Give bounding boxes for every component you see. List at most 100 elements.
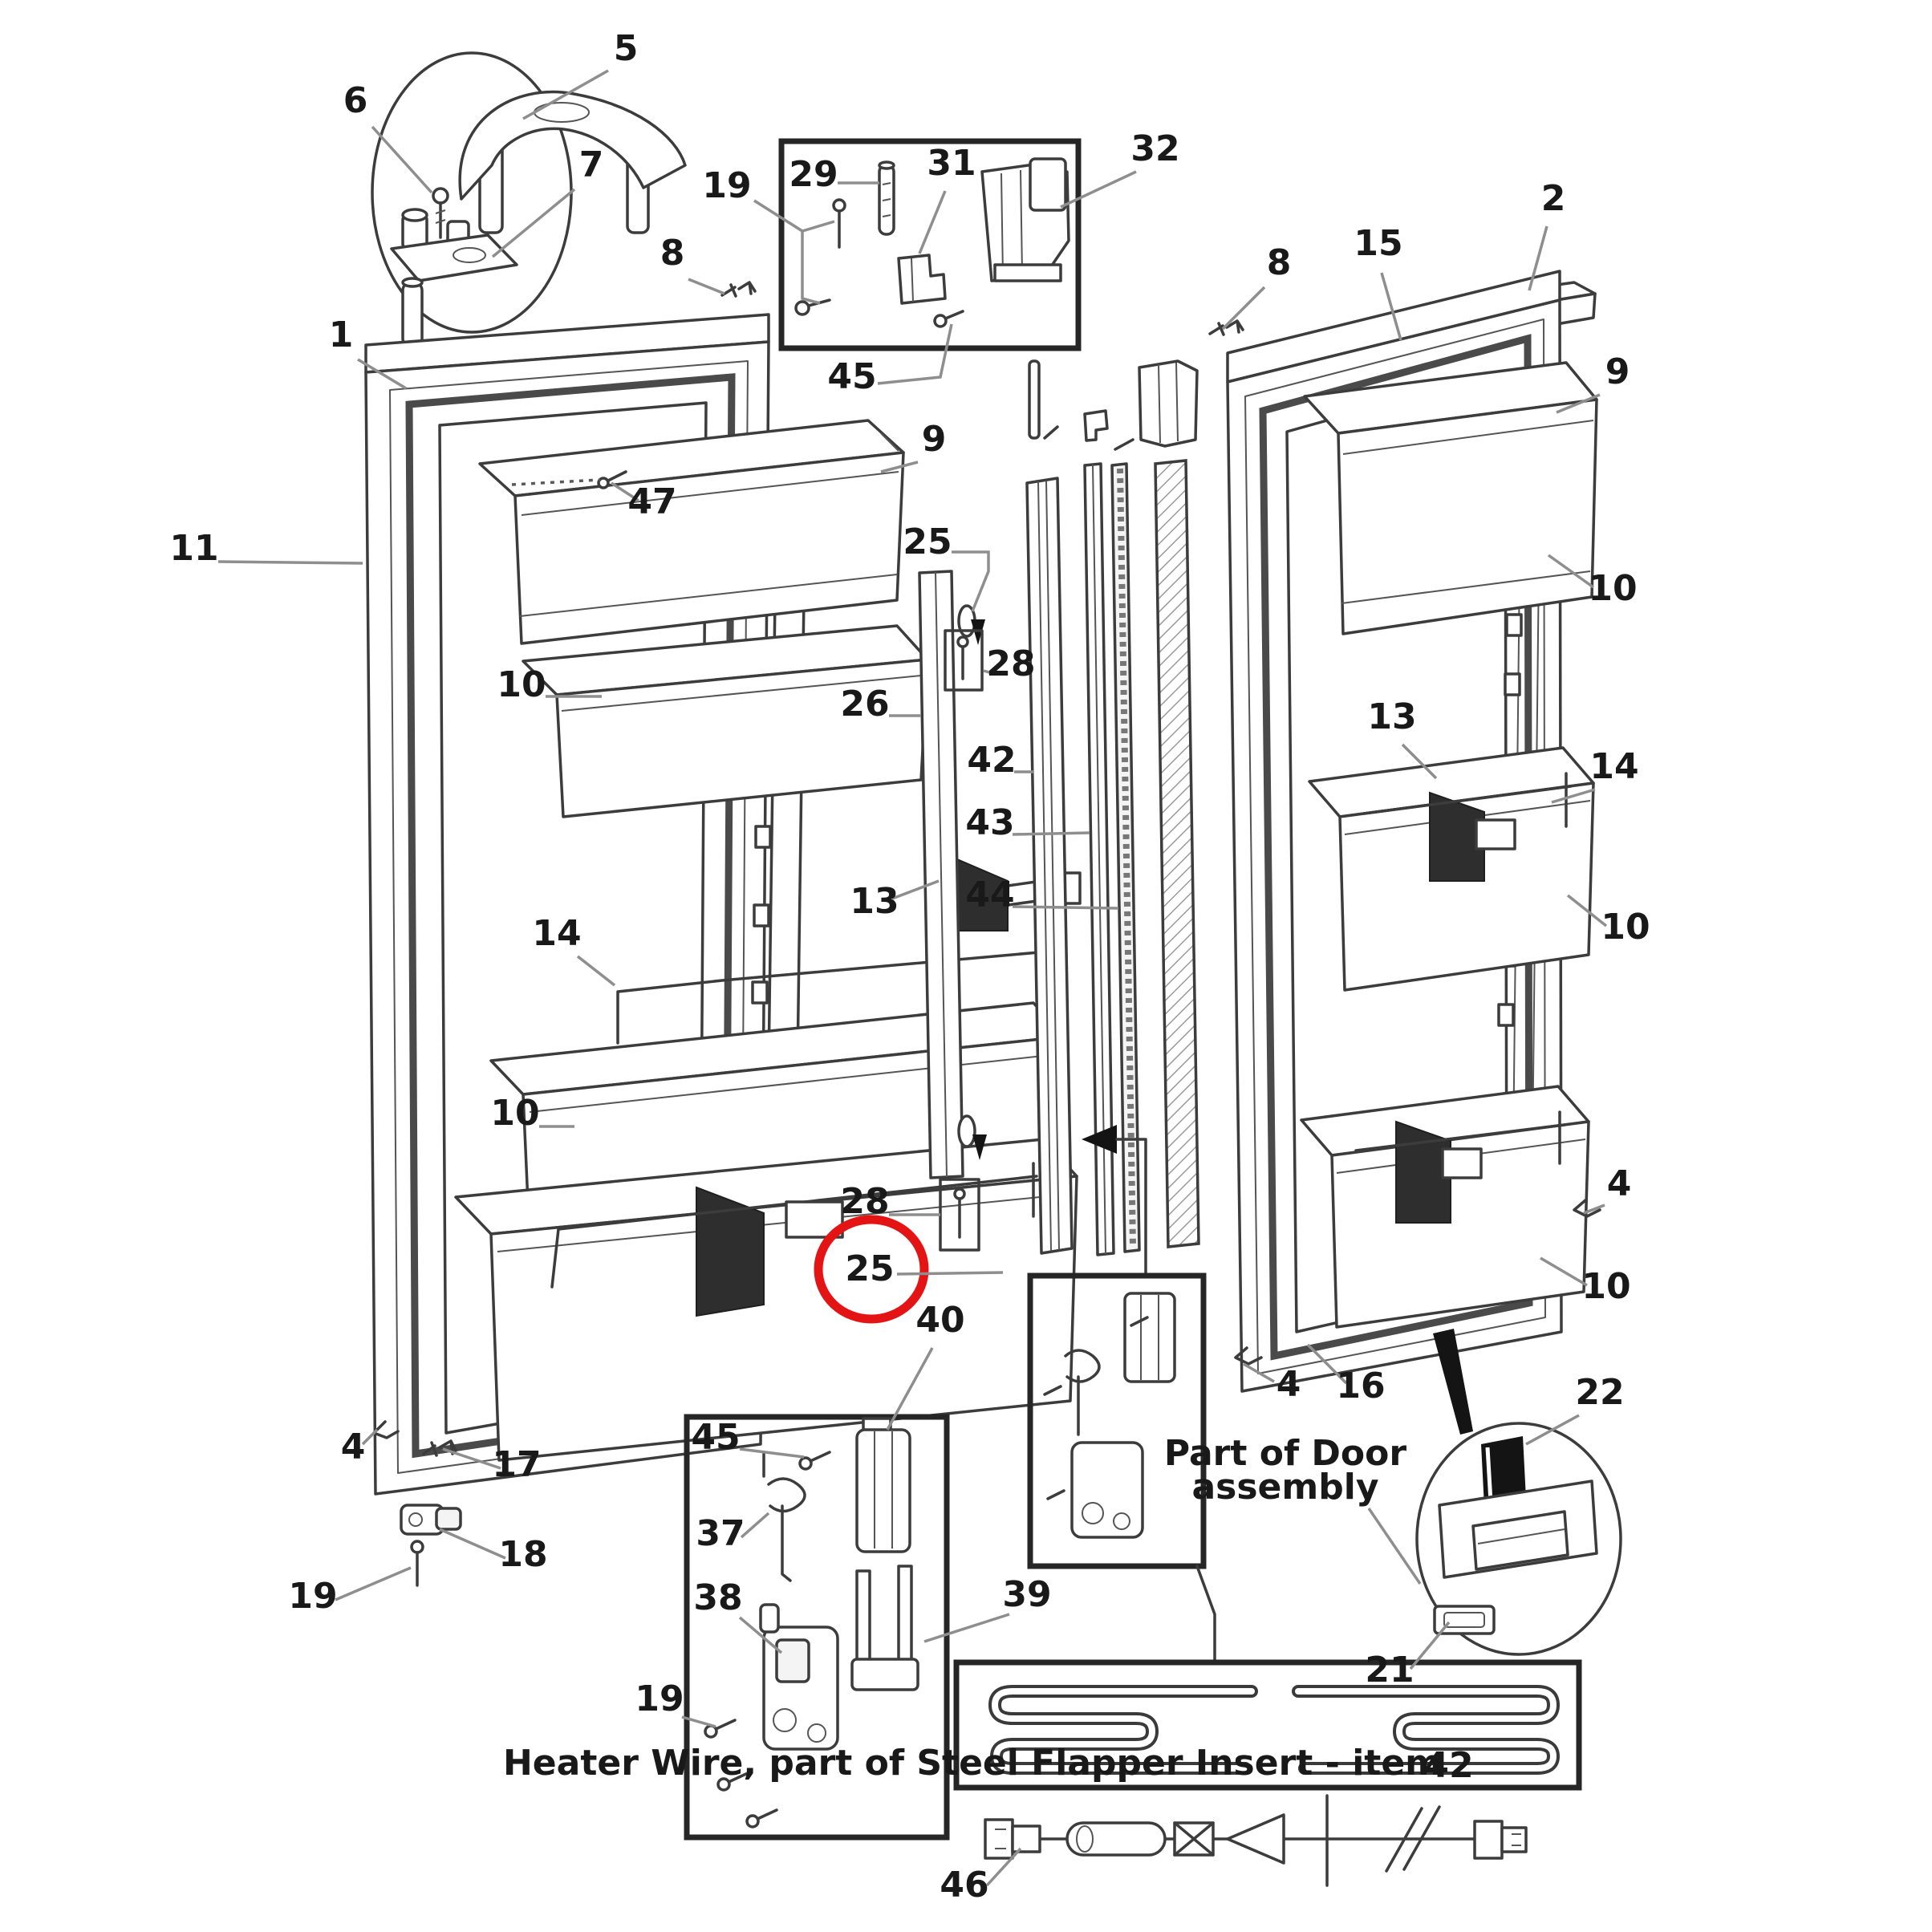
part-label-heater-wire-part-of-steel-flapper-insert-item: Heater Wire, part of Steel Flapper Inser…: [503, 1743, 1442, 1784]
leader-line-14: [576, 955, 616, 987]
latch-body-right-kit: [1070, 1441, 1144, 1539]
left-bottom-hardware: [372, 1420, 462, 1587]
part-label-14: 14: [532, 913, 581, 954]
leader-line-31: [918, 190, 947, 254]
leader-line-13: [891, 879, 940, 900]
part-label-39: 39: [1002, 1574, 1051, 1615]
part-label-45: 45: [827, 356, 876, 397]
part-label-10: 10: [1588, 568, 1637, 609]
leader-line-17: [442, 1447, 501, 1470]
part-label-1: 1: [329, 315, 354, 355]
hinge-bracket-part7: [390, 208, 518, 348]
right-door-assembly: [1226, 270, 1601, 1393]
leader-line-6: [371, 125, 433, 194]
part-label-15: 15: [1354, 223, 1402, 264]
leader-line-7: [491, 188, 576, 258]
leader-line-4: [1583, 1203, 1605, 1215]
part-label-13: 13: [1367, 696, 1416, 737]
part-label-21: 21: [1365, 1650, 1414, 1690]
leader-line-19: [802, 220, 835, 233]
leader-line-45: [739, 1447, 805, 1459]
part-label-43: 43: [965, 802, 1014, 843]
flapper-magnet-part22: [1481, 1436, 1526, 1507]
clip-part8-left: [720, 281, 757, 298]
part-label-28: 28: [986, 643, 1035, 684]
center-strips: [918, 459, 1200, 1276]
part-label-17: 17: [492, 1444, 541, 1485]
part-label-32: 32: [1130, 128, 1179, 169]
leader-line-14: [1551, 788, 1596, 804]
part-label-8: 8: [1267, 242, 1292, 283]
leader-line-19: [681, 1715, 716, 1728]
upper-hinge-loose-parts: [1028, 359, 1199, 451]
hinge-cover-part5: [458, 90, 687, 201]
part-label-assembly: assembly: [1191, 1467, 1378, 1508]
screw-part45a: [933, 310, 964, 328]
leader-line-16: [1306, 1343, 1348, 1385]
clip-part4-bottom: [1234, 1346, 1263, 1366]
left-bottom-bin: [454, 1138, 1078, 1462]
part-label-25: 25: [903, 522, 952, 562]
part-label-11: 11: [169, 528, 218, 569]
part-label-42: 42: [967, 740, 1016, 781]
part-label-10: 10: [497, 664, 546, 705]
screw-part45b: [798, 1451, 831, 1471]
part-label-9: 9: [1605, 351, 1630, 392]
part-label-47: 47: [627, 481, 676, 522]
leader-line-5: [522, 69, 609, 120]
hinge-column-right-kit: [1123, 1292, 1176, 1383]
leader-line-43: [1012, 831, 1090, 836]
part-label-9: 9: [922, 419, 947, 460]
leader-line-4: [361, 1428, 379, 1446]
clip-part4-right: [1573, 1199, 1601, 1218]
leader-line-1: [357, 358, 407, 390]
part-label-22: 22: [1575, 1372, 1624, 1413]
part-label-42: 42: [1424, 1745, 1473, 1786]
strip-42-steel-flapper: [1025, 477, 1074, 1255]
leader-line-11: [217, 560, 363, 565]
gasket-strip: [1154, 459, 1200, 1248]
pointer-arrow: [1082, 1125, 1147, 1276]
hinge-column-part39: [850, 1565, 919, 1691]
screw-part19c: [410, 1540, 424, 1587]
arrow-down-icon2: [972, 1134, 987, 1160]
right-bin-10-bottom: [1300, 1085, 1590, 1329]
leader-line-22: [1525, 1414, 1580, 1446]
boxed-screw-28-top: [944, 629, 984, 692]
right-divider-13: [1429, 791, 1485, 882]
top-hinge-detail-circle: [371, 51, 687, 348]
part-label-2: 2: [1541, 178, 1566, 219]
part-label-44: 44: [965, 875, 1014, 915]
highlight-circle-part-25: [814, 1215, 929, 1324]
part-label-10: 10: [1601, 907, 1650, 948]
clip-part21: [1433, 1605, 1496, 1635]
boxed-screw-28-bottom: [939, 1178, 980, 1252]
part-label-10: 10: [1581, 1266, 1630, 1307]
black-wedge-pointer: [1433, 1329, 1473, 1435]
leader-line-15: [1380, 272, 1402, 341]
latch-kit-box-right: [1027, 1272, 1216, 1664]
hinge-kit-box-top: [778, 138, 1082, 351]
part-label-45: 45: [691, 1417, 740, 1458]
part-label-4: 4: [1276, 1364, 1301, 1405]
leader-line-19: [335, 1566, 412, 1601]
leader-line-40: [886, 1347, 934, 1431]
bracket-part31: [897, 254, 947, 305]
spring-part37: [762, 1452, 806, 1582]
part-label-26: 26: [840, 684, 889, 724]
part-label-40: 40: [915, 1300, 964, 1341]
right-bin-10-middle: [1308, 746, 1595, 992]
part-label-29: 29: [789, 154, 838, 195]
part-label-28: 28: [840, 1181, 889, 1222]
leader-line-4: [1243, 1362, 1275, 1383]
leader-line-8: [688, 278, 725, 295]
leader-line-32: [1060, 170, 1137, 209]
part-label-6: 6: [343, 80, 368, 121]
right-door-gasket-16: [1259, 334, 1533, 1361]
part-label-19: 19: [288, 1576, 337, 1617]
leader-line-47: [611, 481, 639, 502]
leader-line-25: [896, 1271, 1004, 1276]
